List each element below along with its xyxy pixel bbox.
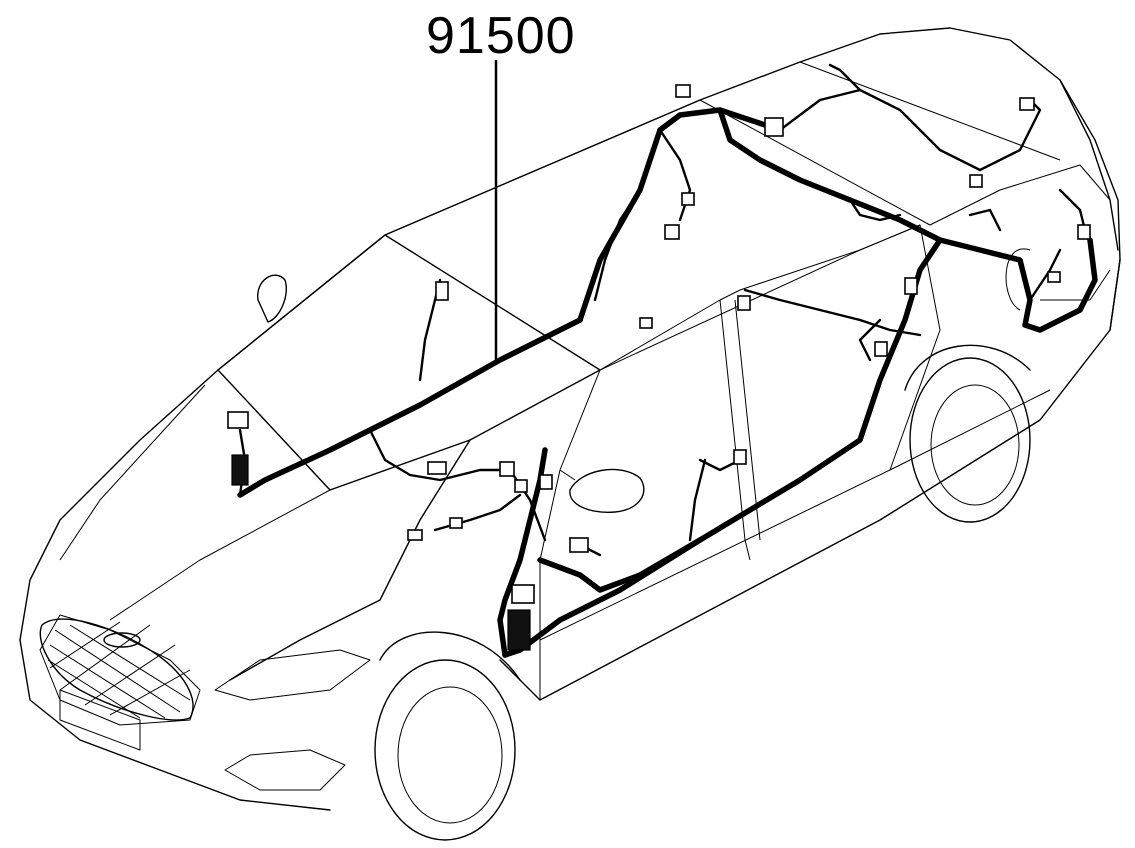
connector <box>435 281 449 301</box>
wiring-harness <box>237 63 1098 658</box>
connector <box>904 277 918 295</box>
connector <box>1077 224 1091 240</box>
connector <box>427 461 447 475</box>
connector <box>1047 271 1061 283</box>
front-wheel <box>374 631 521 841</box>
connector <box>737 295 751 311</box>
connector <box>499 461 515 477</box>
connector <box>639 317 653 329</box>
connector <box>664 224 680 240</box>
rear-wheel <box>904 344 1031 523</box>
part-number-label: 91500 <box>426 7 576 65</box>
car-body-outline <box>19 27 1121 841</box>
connector <box>764 117 784 137</box>
connector <box>511 584 535 604</box>
connector <box>507 609 531 651</box>
connector <box>569 537 589 553</box>
connector <box>969 174 983 188</box>
connector <box>1019 97 1035 111</box>
grille <box>39 618 194 721</box>
connector <box>733 449 747 465</box>
connector <box>231 454 249 486</box>
connector <box>539 474 553 490</box>
connector <box>514 479 528 493</box>
connector <box>449 517 463 529</box>
connector <box>227 411 249 429</box>
connector <box>681 192 695 206</box>
connector <box>675 84 691 98</box>
connector <box>874 341 888 357</box>
connector <box>407 529 423 541</box>
harness-connectors <box>227 84 1091 651</box>
